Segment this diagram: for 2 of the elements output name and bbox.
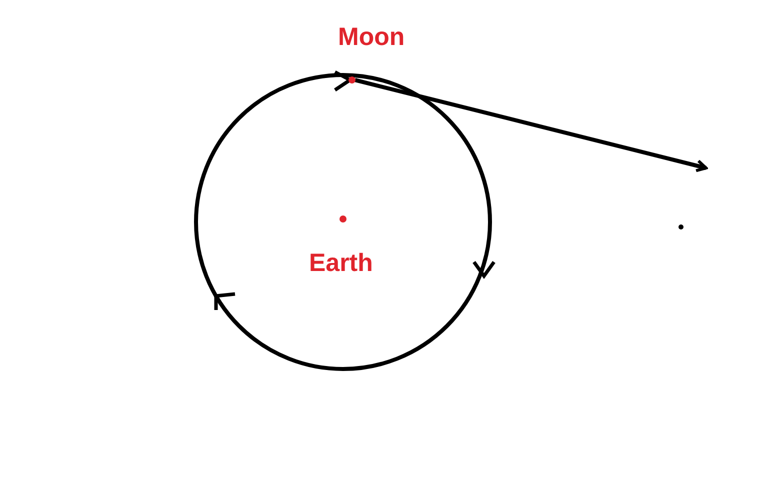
earth-label: Earth	[309, 251, 373, 276]
moon-label: Moon	[338, 25, 405, 50]
